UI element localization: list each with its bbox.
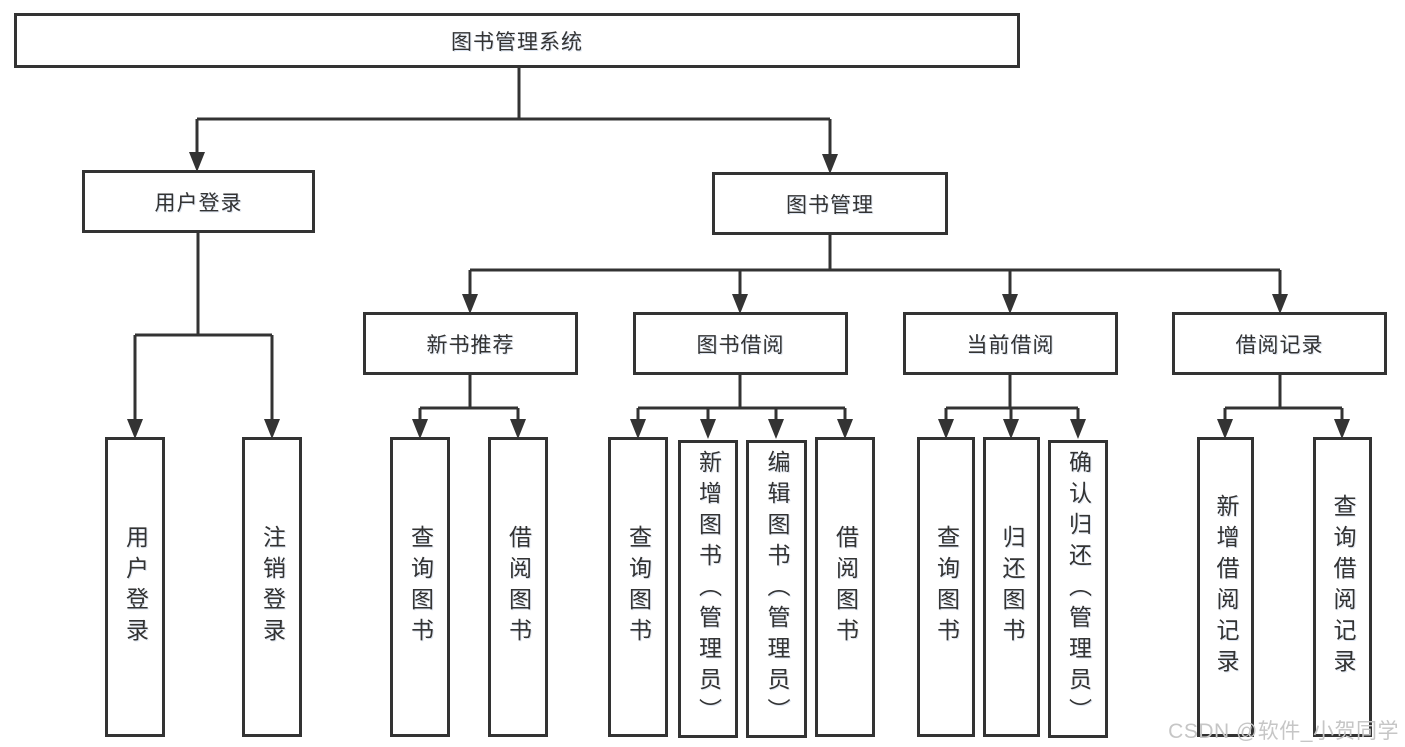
- node-borrowing-records: 借阅记录: [1172, 312, 1387, 375]
- leaf-bb-add-books-admin-label: 新增图书（管理员）: [695, 449, 722, 729]
- node-book-management-label: 图书管理: [786, 193, 874, 217]
- leaf-bb-edit-books-admin-label: 编辑图书（管理员）: [764, 449, 790, 729]
- leaf-br-add-record-label: 新增借阅记录: [1213, 494, 1239, 680]
- leaf-bb-query-books: 查询图书: [608, 437, 668, 737]
- leaf-cb-return-books-label: 归还图书: [999, 525, 1025, 649]
- leaf-br-add-record: 新增借阅记录: [1197, 437, 1254, 737]
- leaf-bb-add-books-admin: 新增图书（管理员）: [678, 440, 738, 738]
- node-user-login: 用户登录: [82, 170, 315, 233]
- leaf-bb-query-books-label: 查询图书: [625, 525, 652, 649]
- node-current-borrowing: 当前借阅: [903, 312, 1118, 375]
- node-borrowing-records-label: 借阅记录: [1235, 333, 1324, 357]
- leaf-cb-confirm-return-admin: 确认归还（管理员）: [1048, 440, 1108, 738]
- node-root-system: 图书管理系统: [14, 13, 1020, 68]
- leaf-bb-borrow-books: 借阅图书: [815, 437, 875, 737]
- node-user-login-label: 用户登录: [154, 191, 243, 215]
- node-book-management: 图书管理: [712, 172, 948, 235]
- node-new-book-recommendation: 新书推荐: [363, 312, 578, 375]
- leaf-br-query-record: 查询借阅记录: [1313, 437, 1372, 737]
- leaf-nr-query-books-label: 查询图书: [407, 525, 434, 649]
- leaf-nr-borrow-books: 借阅图书: [488, 437, 548, 737]
- leaf-br-query-record-label: 查询借阅记录: [1330, 494, 1356, 680]
- leaf-bb-edit-books-admin: 编辑图书（管理员）: [746, 440, 807, 738]
- node-book-borrowing-label: 图书借阅: [696, 333, 785, 357]
- leaf-cb-confirm-return-admin-label: 确认归还（管理员）: [1065, 449, 1092, 729]
- node-new-book-recommendation-label: 新书推荐: [426, 333, 515, 357]
- csdn-watermark: CSDN @软件_小贺同学: [1168, 720, 1399, 743]
- leaf-bb-borrow-books-label: 借阅图书: [832, 525, 859, 649]
- node-book-borrowing: 图书借阅: [633, 312, 848, 375]
- leaf-user-login-label: 用户登录: [122, 525, 149, 649]
- leaf-cb-query-books: 查询图书: [917, 437, 975, 737]
- leaf-cb-query-books-label: 查询图书: [933, 525, 960, 649]
- leaf-cb-return-books: 归还图书: [983, 437, 1040, 737]
- leaf-logout: 注销登录: [242, 437, 302, 737]
- leaf-logout-label: 注销登录: [259, 525, 286, 649]
- node-root-system-label: 图书管理系统: [451, 30, 583, 54]
- leaf-nr-borrow-books-label: 借阅图书: [505, 525, 532, 649]
- node-current-borrowing-label: 当前借阅: [966, 333, 1055, 357]
- leaf-nr-query-books: 查询图书: [390, 437, 450, 737]
- leaf-user-login: 用户登录: [105, 437, 165, 737]
